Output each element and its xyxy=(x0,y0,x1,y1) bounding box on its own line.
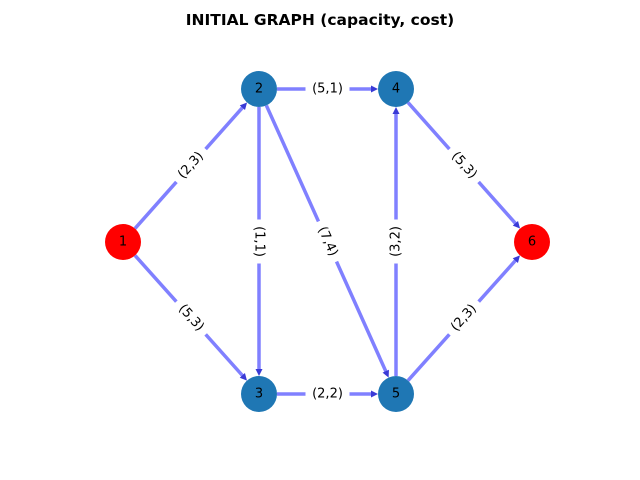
arrowhead-icon xyxy=(392,107,400,114)
edge-label-text: (3,2) xyxy=(389,226,404,257)
node-1: 1 xyxy=(105,224,141,260)
node-label: 4 xyxy=(392,82,400,97)
node-circle xyxy=(378,71,414,107)
edge-label-1-2: (2,3) xyxy=(169,143,213,188)
edge-label-bg xyxy=(442,143,486,188)
arrowhead-icon xyxy=(371,85,378,93)
node-circle xyxy=(514,224,550,260)
node-label: 3 xyxy=(255,387,263,402)
edge-label-2-4: (5,1) xyxy=(305,80,350,98)
edge-labels-layer: (2,3) (5,3) (5,1) (1,1) (7,4) (2,2) (3,2) (5,3)… xyxy=(169,80,486,403)
edge-label-bg xyxy=(305,385,350,403)
graph-title: INITIAL GRAPH (capacity, cost) xyxy=(185,11,455,29)
arrowhead-icon xyxy=(255,369,263,376)
arrowhead-icon xyxy=(382,369,389,378)
edge-label-bg xyxy=(305,80,350,98)
edge-label-bg xyxy=(387,219,405,264)
edge-label-2-5: (7,4) xyxy=(310,217,345,266)
edge-label-text: (1,1) xyxy=(252,226,267,257)
node-label: 5 xyxy=(392,387,400,402)
edge-label-bg xyxy=(250,219,268,264)
arrowhead-icon xyxy=(512,255,520,263)
node-6: 6 xyxy=(514,224,550,260)
edge-label-text: (5,1) xyxy=(312,82,343,97)
edge-label-bg xyxy=(169,295,213,341)
node-5: 5 xyxy=(378,376,414,412)
arrowhead-icon xyxy=(512,220,521,229)
node-4: 4 xyxy=(378,71,414,107)
node-3: 3 xyxy=(241,376,277,412)
edge-label-5-6: (2,3) xyxy=(442,295,486,341)
arrowhead-icon xyxy=(239,373,247,381)
node-label: 6 xyxy=(528,235,536,250)
node-2: 2 xyxy=(241,71,277,107)
edge-label-4-6: (5,3) xyxy=(442,143,486,188)
arrowhead-icon xyxy=(371,390,378,398)
node-circle xyxy=(241,376,277,412)
edge-label-2-3: (1,1) xyxy=(250,219,268,264)
node-circle xyxy=(105,224,141,260)
nodes-layer: 1 2 3 4 5 6 xyxy=(105,71,550,412)
edge-label-bg xyxy=(442,295,486,341)
node-circle xyxy=(378,376,414,412)
edge-label-1-3: (5,3) xyxy=(169,295,213,341)
edge-label-text: (2,2) xyxy=(312,387,343,402)
arrowhead-icon xyxy=(239,102,248,111)
node-circle xyxy=(241,71,277,107)
edge-label-bg xyxy=(169,143,213,188)
node-label: 2 xyxy=(255,82,263,97)
edge-label-bg xyxy=(310,217,345,266)
edge-label-5-4: (3,2) xyxy=(387,219,405,264)
node-label: 1 xyxy=(119,235,127,250)
edge-label-3-5: (2,2) xyxy=(305,385,350,403)
